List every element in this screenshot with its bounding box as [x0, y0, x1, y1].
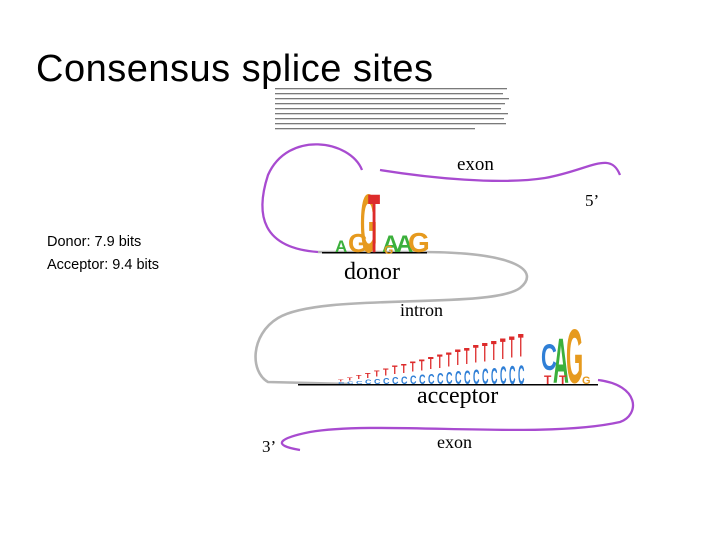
acceptor-letter-G-large: G [566, 314, 583, 400]
intron-label: intron [400, 300, 443, 320]
pyrimidine-c-mark: C [347, 381, 354, 385]
pyrimidine-c-mark: C [509, 363, 516, 391]
donor-letter-G-large: G [360, 177, 377, 270]
pyrimidine-t-mark: T [410, 358, 416, 375]
donor-logo-baseline [322, 252, 427, 254]
pyrimidine-c-mark: C [464, 367, 470, 389]
exon-bottom-strand [280, 378, 635, 452]
donor-letter-G-1: G [348, 228, 368, 258]
donor-letter-G-2: G [408, 227, 430, 258]
donor-letter-G-small: G [384, 243, 393, 257]
pyrimidine-c-mark: C [356, 380, 362, 385]
donor-label: donor [344, 259, 400, 285]
pyrimidine-c-mark: C [437, 369, 443, 387]
donor-logo: A G G T A A G G [322, 176, 430, 270]
pyrimidine-t-mark: T [356, 374, 362, 381]
pyrimidine-c-mark: C [401, 375, 408, 387]
acceptor-letter-G-small: G [582, 375, 591, 387]
pyrimidine-t-mark: T [365, 372, 371, 380]
pyrimidine-t-mark: T [509, 329, 515, 364]
pyrimidine-c-mark: C [518, 361, 524, 391]
pyrimidine-t-mark: T [401, 362, 407, 376]
pyrimidine-t-mark: T [383, 367, 389, 379]
pyrimidine-t-mark: T [455, 346, 461, 371]
pyrimidine-t-mark: T [392, 365, 398, 377]
pyrimidine-t-mark: T [500, 332, 506, 366]
donor-letter-A: A [335, 237, 347, 256]
pyrimidine-t-mark: T [338, 380, 343, 383]
pyrimidine-t-mark: T [419, 356, 425, 375]
acceptor-letter-T: T [544, 373, 552, 387]
exon-bottom-label: exon [437, 432, 472, 452]
acceptor-logo-baseline [298, 384, 598, 386]
pyrimidine-c-mark: C [482, 364, 488, 389]
pyrimidine-t-mark: T [473, 340, 479, 368]
pyrimidine-c-mark: C [374, 378, 381, 386]
pyrimidine-t-mark: T [518, 328, 524, 365]
pyrimidine-c-mark: C [473, 366, 480, 389]
five-prime-label: 5’ [585, 191, 599, 210]
pyrimidine-t-mark: T [437, 352, 442, 372]
pyrimidine-c-mark: C [500, 361, 507, 389]
pyrimidine-c-mark: C [455, 369, 462, 389]
pyrimidine-c-mark: C [446, 369, 453, 388]
pyrimidine-c-mark: C [419, 373, 425, 387]
intron-strand [254, 250, 529, 386]
pyrimidine-t-mark: T [491, 336, 497, 367]
pyrimidine-c-mark: C [428, 371, 435, 388]
donor-letter-A-2: A [382, 231, 399, 258]
caption-text-lines [275, 88, 509, 130]
pyrimidine-c-mark: C [338, 382, 345, 384]
three-prime-label: 3’ [262, 437, 276, 456]
pyrimidine-t-mark: T [347, 377, 353, 381]
pyrimidine-t-mark: T [428, 353, 434, 373]
acceptor-letter-A-large: A [553, 327, 569, 398]
exon-top-label: exon [457, 154, 494, 175]
pyrimidine-t-mark: T [464, 343, 470, 369]
pyrimidine-t-mark: T [374, 369, 380, 379]
donor-letter-A-3: A [396, 231, 413, 258]
pyrimidine-t-mark: T [446, 350, 452, 372]
acceptor-label: acceptor [417, 383, 498, 409]
pyrimidine-c-mark: C [410, 374, 417, 388]
pyrimidine-c-mark: C [383, 376, 390, 386]
donor-bits-label: Donor: 7.9 bits [47, 234, 142, 250]
pyrimidine-c-mark: C [365, 379, 372, 386]
donor-letter-T-large: T [368, 176, 380, 270]
acceptor-letter-T-2: T [559, 373, 567, 387]
acceptor-pyrimidine-tract: CTCTCTCTCTCTCTCTCTCTCTCTCTCTCTCTCTCTCTCT… [338, 328, 524, 391]
pyrimidine-c-mark: C [392, 376, 399, 386]
acceptor-bits-label: Acceptor: 9.4 bits [47, 257, 160, 273]
figure-caption-small-print [275, 86, 515, 132]
exon-top-strand-right [379, 161, 622, 183]
page-title: Consensus splice sites [36, 48, 434, 90]
acceptor-letter-C-large: C [541, 336, 557, 379]
acceptor-logo: CTCTCTCTCTCTCTCTCTCTCTCTCTCTCTCTCTCTCTCT… [298, 314, 598, 400]
pyrimidine-c-mark: C [491, 363, 498, 389]
exon-top-strand [261, 143, 364, 254]
pyrimidine-t-mark: T [482, 339, 488, 368]
